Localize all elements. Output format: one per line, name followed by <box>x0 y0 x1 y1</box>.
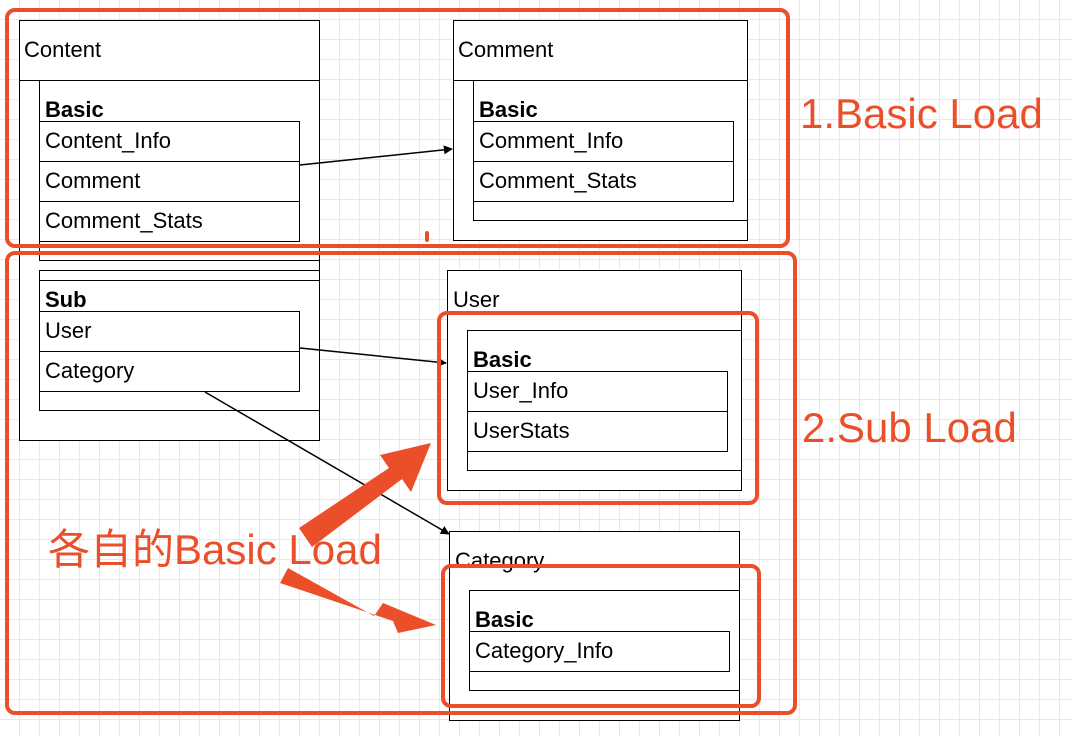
content-sub-row-category: Category <box>39 351 300 392</box>
content-basic-row-content-info: Content_Info <box>39 121 300 162</box>
category-title: Category <box>455 548 545 573</box>
content-sub-row-user: User <box>39 311 300 352</box>
user-basic-header: Basic <box>473 347 532 372</box>
user-basic-load-region <box>437 311 759 505</box>
comment-title: Comment <box>458 37 554 62</box>
basic-load-annotation: 1.Basic Load <box>800 90 1043 137</box>
comment-basic-row-comment-info: Comment_Info <box>473 121 734 162</box>
user-basic-row-user-info: User_Info <box>467 371 728 412</box>
category-basic-header: Basic <box>475 607 534 632</box>
category-basic-row-category-info: Category_Info <box>469 631 730 672</box>
content-basic-header: Basic <box>45 97 104 122</box>
content-sub-header: Sub <box>45 287 87 312</box>
each-basic-load-annotation: 各自的Basic Load <box>48 526 382 573</box>
sub-load-region <box>5 251 797 715</box>
sub-load-annotation: 2.Sub Load <box>802 404 1017 451</box>
content-title: Content <box>24 37 102 62</box>
user-basic-row-userstats: UserStats <box>467 411 728 452</box>
category-basic-load-region <box>441 564 761 708</box>
comment-basic-header: Basic <box>479 97 538 122</box>
content-basic-row-comment-stats: Comment_Stats <box>39 201 300 242</box>
comment-basic-row-comment-stats: Comment_Stats <box>473 161 734 202</box>
basic-load-region <box>5 8 790 248</box>
user-title: User <box>453 287 500 312</box>
content-sub-top-line <box>39 280 320 281</box>
